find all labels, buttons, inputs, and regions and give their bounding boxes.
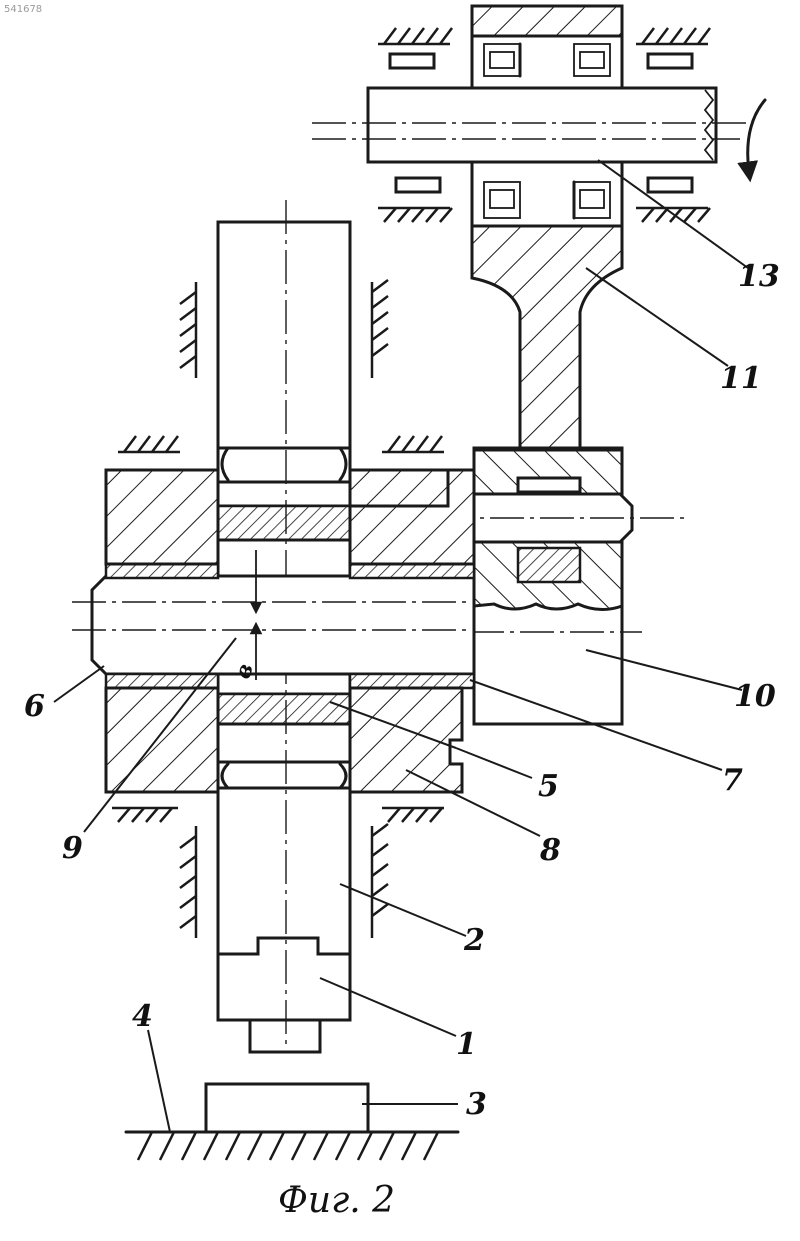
- label-13: 13: [738, 259, 780, 294]
- frame-block-left-lower: [106, 688, 218, 792]
- label-11: 11: [720, 361, 762, 396]
- label-5: 5: [538, 769, 559, 804]
- label-7: 7: [722, 763, 743, 798]
- label-6: 6: [24, 689, 45, 724]
- upper-bearing-cap: [472, 6, 622, 36]
- label-9: 9: [62, 831, 83, 866]
- cross-shaft: [92, 576, 474, 674]
- label-3: 3: [466, 1087, 487, 1122]
- label-10: 10: [734, 679, 776, 714]
- figure-caption: Фиг. 2: [278, 1180, 395, 1221]
- label-1: 1: [456, 1027, 477, 1062]
- rotation-arrow: [748, 100, 765, 172]
- lower-liner: [218, 694, 350, 724]
- frame-block-left-upper: [106, 470, 218, 564]
- top-shaft: [368, 88, 716, 162]
- label-2: 2: [463, 923, 485, 958]
- upper-liner: [218, 506, 350, 540]
- workpiece-table: [126, 1084, 458, 1160]
- label-4: 4: [132, 999, 153, 1034]
- tool: [250, 1020, 320, 1052]
- connecting-rod: [472, 226, 622, 478]
- ram-upper: [218, 222, 350, 450]
- label-8: 8: [539, 833, 561, 868]
- workpiece: [206, 1084, 368, 1132]
- top-shaft-assembly: [312, 6, 765, 226]
- document-number: 541678: [4, 4, 42, 15]
- frame-block-right-lower: [350, 688, 462, 792]
